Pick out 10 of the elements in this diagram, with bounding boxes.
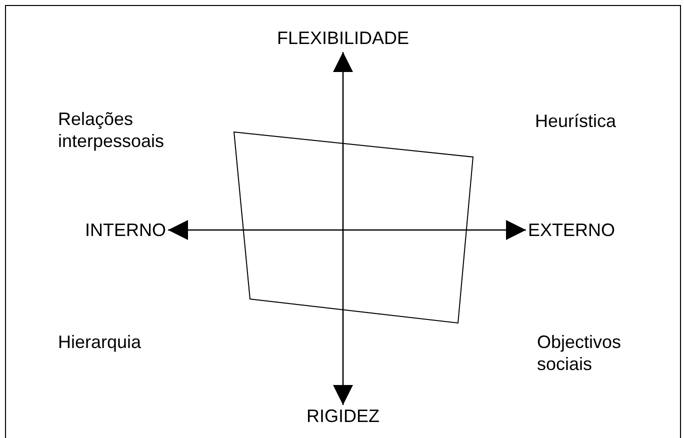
axis-label: RIGIDEZ [306, 405, 380, 427]
axis-arrow [168, 220, 526, 240]
axis-label: INTERNO [85, 219, 166, 241]
axis-label: EXTERNO [528, 219, 616, 241]
quadrant-label: Heurística [535, 110, 618, 132]
quadrant-label: Relações interpessoais [58, 108, 166, 152]
axis-arrow [333, 52, 353, 405]
axis-label: FLEXIBILIDADE [276, 27, 410, 49]
quadrant-label: Hierarquia [58, 331, 142, 353]
quadrant-label: Objectivos sociais [537, 331, 622, 375]
